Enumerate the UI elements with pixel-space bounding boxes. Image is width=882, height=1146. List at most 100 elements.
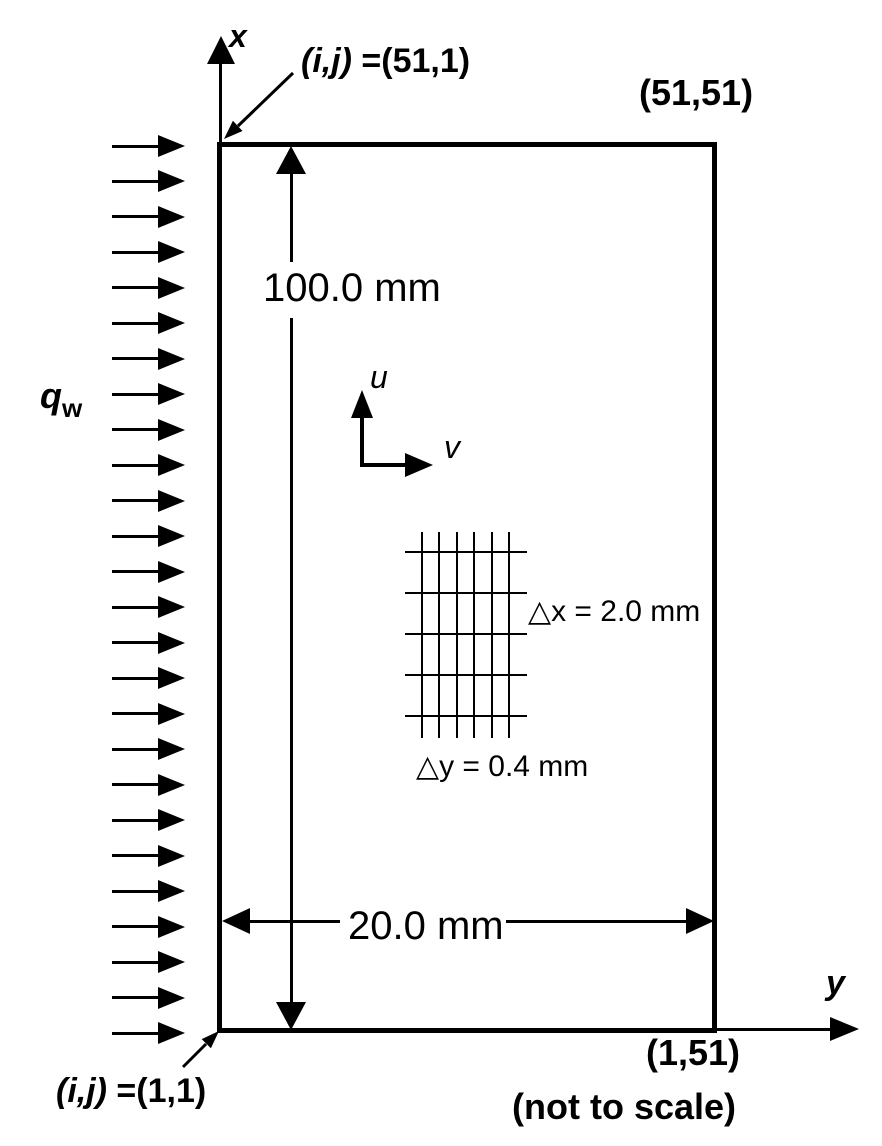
grid-index-bottom-right: (1,51)	[646, 1032, 741, 1073]
heat-flux-arrow-head	[158, 170, 185, 193]
heat-flux-arrow-head	[158, 454, 185, 477]
u-axis-arrowhead	[351, 390, 373, 418]
ij-symbol: (i,j)	[56, 1072, 107, 1110]
height-dim-arrowhead-down	[276, 1002, 306, 1030]
heat-flux-arrow-shaft	[112, 996, 160, 1000]
q-subscript: w	[62, 393, 83, 423]
plate-outline	[217, 142, 717, 1033]
mesh-vertical-line	[455, 532, 458, 738]
mesh-horizontal-line	[405, 551, 527, 553]
mesh-vertical-line	[438, 532, 441, 738]
width-dim-arrowhead-left	[222, 908, 250, 934]
mesh-horizontal-line	[405, 633, 527, 635]
heat-flux-arrow-head	[158, 667, 185, 690]
mesh-vertical-line	[490, 532, 493, 738]
mesh-horizontal-line	[405, 715, 527, 717]
heat-flux-arrow-head	[158, 631, 185, 654]
ij-value: =(1,1)	[106, 1072, 207, 1110]
heat-flux-arrow-shaft	[112, 534, 160, 538]
heat-flux-arrow-head	[158, 418, 185, 441]
heat-flux-arrow-head	[158, 915, 185, 938]
heat-flux-arrow-head	[158, 880, 185, 903]
width-dim-line-left	[248, 920, 340, 923]
heat-flux-arrow-shaft	[112, 250, 160, 254]
heat-flux-arrow-head	[158, 773, 185, 796]
v-axis-line	[360, 463, 407, 467]
v-axis-arrowhead	[405, 453, 433, 477]
x-axis-line	[219, 58, 222, 146]
heat-flux-arrow-shaft	[112, 570, 160, 574]
heat-flux-arrow-head	[158, 205, 185, 228]
heat-flux-arrow-shaft	[112, 818, 160, 822]
x-axis-arrowhead	[207, 36, 235, 64]
height-dim-line-lower	[290, 318, 293, 1002]
delta-y-label: △y = 0.4 mm	[416, 750, 589, 783]
width-dim-arrowhead-right	[686, 908, 714, 934]
heat-flux-arrow-shaft	[112, 215, 160, 219]
heat-flux-arrow-shaft	[112, 712, 160, 716]
ij-value: =(51,1)	[351, 42, 471, 80]
heat-flux-arrow-shaft	[112, 889, 160, 893]
grid-index-top-left: (i,j) =(51,1)	[301, 44, 470, 78]
heat-flux-arrow-shaft	[112, 428, 160, 432]
heat-flux-arrow-shaft	[112, 925, 160, 929]
heat-flux-arrow-head	[158, 596, 185, 619]
heat-flux-arrow-shaft	[112, 286, 160, 290]
heat-flux-arrow-head	[158, 525, 185, 548]
y-axis-arrowhead	[830, 1017, 859, 1041]
mesh-horizontal-line	[405, 674, 527, 676]
ij-symbol: (i,j)	[301, 42, 352, 80]
y-axis-line	[716, 1028, 832, 1031]
heat-flux-arrow-head	[158, 809, 185, 832]
q-symbol: q	[40, 375, 62, 416]
heat-flux-arrow-shaft	[112, 357, 160, 361]
v-axis-label: v	[444, 429, 460, 465]
heat-flux-arrow-head	[158, 702, 185, 725]
grid-index-bottom-left: (i,j) =(1,1)	[56, 1074, 206, 1108]
heat-flux-arrow-shaft	[112, 854, 160, 858]
mesh-vertical-line	[421, 532, 423, 738]
height-dim-line-upper	[290, 170, 293, 262]
heat-flux-arrow-head	[158, 738, 185, 761]
heat-flux-arrow-head	[158, 276, 185, 299]
heat-flux-arrow-shaft	[112, 1031, 160, 1035]
heat-flux-arrow-head	[158, 383, 185, 406]
delta-x-label: △x = 2.0 mm	[528, 595, 701, 628]
heat-flux-arrow-head	[158, 560, 185, 583]
not-to-scale-note: (not to scale)	[512, 1086, 737, 1127]
u-axis-line	[360, 414, 364, 467]
heat-flux-arrow-head	[158, 489, 185, 512]
heat-flux-arrow-head	[158, 241, 185, 264]
heat-flux-arrow-shaft	[112, 392, 160, 396]
heat-flux-arrow-shaft	[112, 960, 160, 964]
top-left-leader-arrow	[224, 71, 295, 139]
heat-flux-arrow-head	[158, 347, 185, 370]
height-dim-label: 100.0 mm	[263, 266, 441, 310]
mesh-vertical-line	[473, 532, 476, 738]
heat-flux-arrow-shaft	[112, 463, 160, 467]
heat-flux-arrow-shaft	[112, 641, 160, 645]
y-axis-label: y	[826, 964, 845, 1002]
bottom-left-leader-arrow	[181, 1031, 219, 1069]
heat-flux-arrow-shaft	[112, 144, 160, 148]
width-dim-line-right	[506, 920, 686, 923]
width-dim-label: 20.0 mm	[348, 904, 504, 948]
heat-flux-arrow-shaft	[112, 676, 160, 680]
x-axis-label: x	[229, 18, 247, 54]
heat-flux-arrow-shaft	[112, 499, 160, 503]
heat-flux-arrow-shaft	[112, 179, 160, 183]
grid-index-top-right: (51,51)	[639, 72, 754, 113]
heat-flux-arrow-shaft	[112, 783, 160, 787]
heat-flux-label: qw	[40, 375, 83, 423]
height-dim-arrowhead-up	[276, 146, 306, 174]
u-axis-label: u	[370, 359, 388, 395]
heat-flux-arrow-head	[158, 1022, 185, 1044]
heat-flux-arrow-shaft	[112, 605, 160, 609]
heat-flux-arrow-head	[158, 135, 185, 157]
heat-flux-arrow-head	[158, 312, 185, 335]
mesh-vertical-line	[508, 532, 510, 738]
mesh-horizontal-line	[405, 592, 527, 594]
